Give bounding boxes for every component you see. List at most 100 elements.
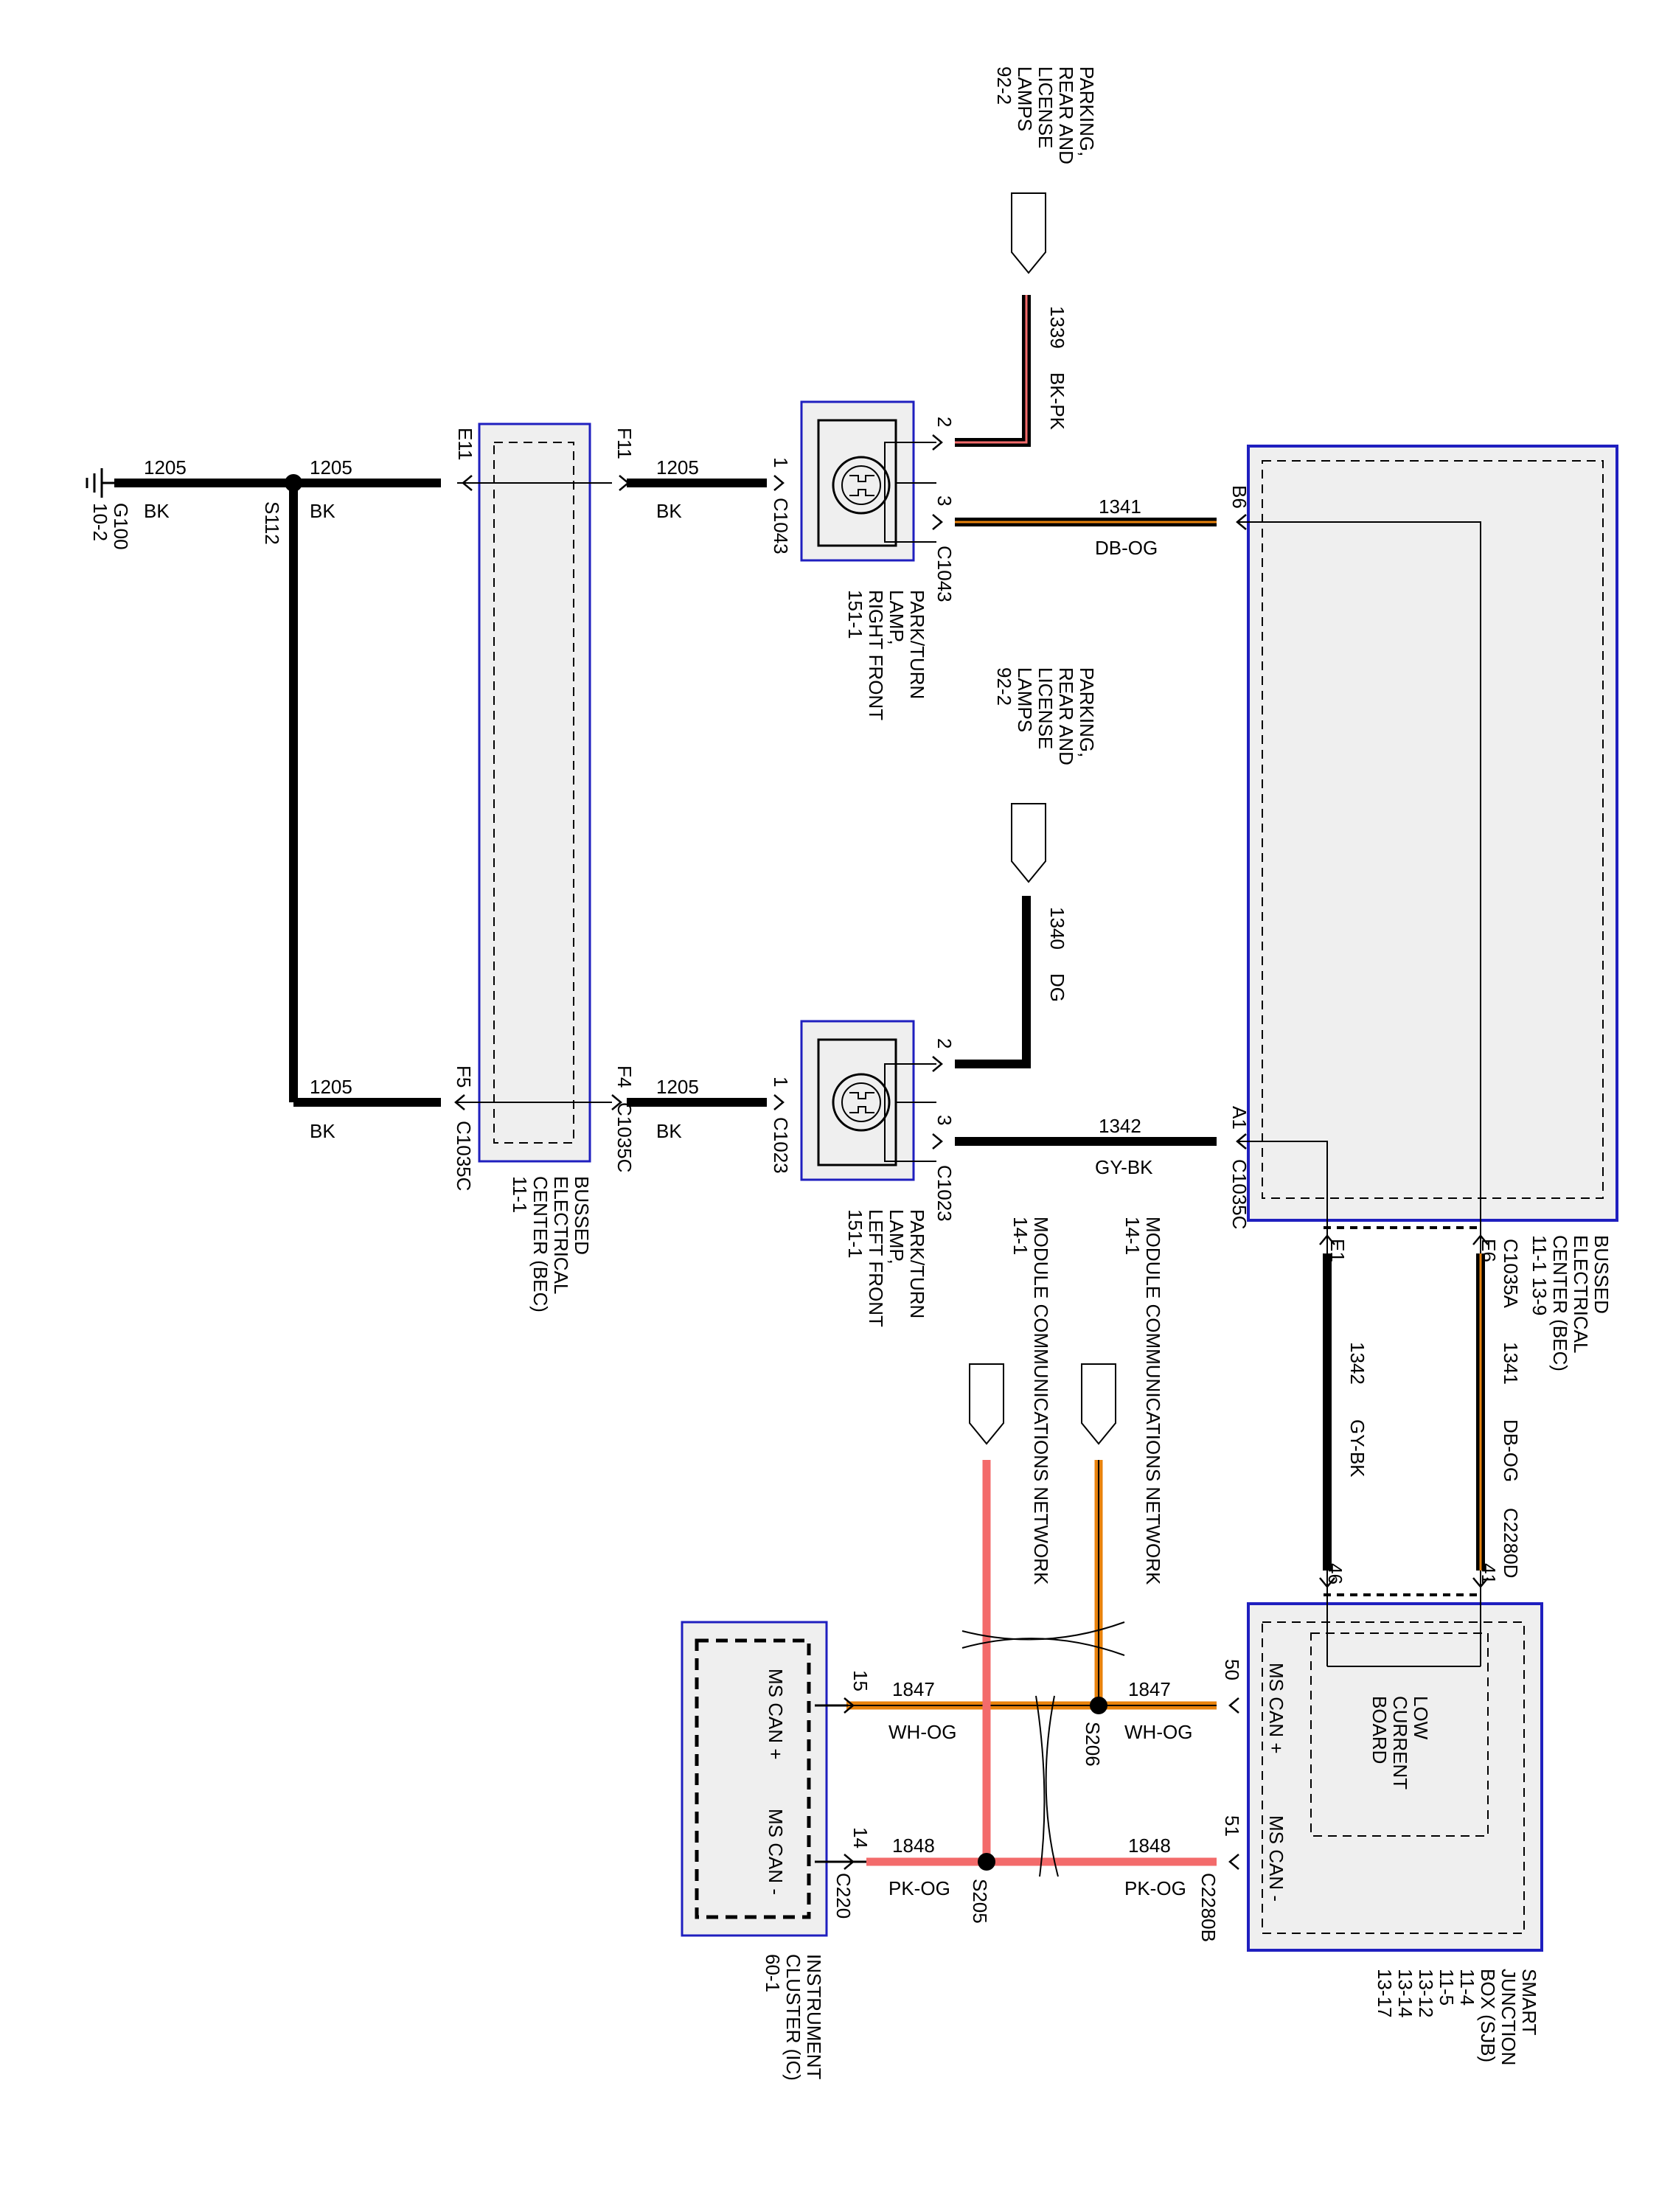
pin14-label: 14 xyxy=(849,1827,872,1848)
wire-1205b-circuit: 1205 xyxy=(310,456,352,479)
pin41-label: 41 xyxy=(1478,1563,1500,1585)
bec-left-line1: ELECTRICAL xyxy=(550,1176,572,1294)
bec-left-line2: CENTER (BEC) xyxy=(529,1176,552,1312)
f5-label: F5 xyxy=(453,1065,475,1088)
bec-left-box xyxy=(478,422,591,1163)
wire-1205d-color: BK xyxy=(310,1120,335,1142)
parking-label-2-line0: PARKING, xyxy=(1076,667,1098,757)
c220-label: C220 xyxy=(832,1873,855,1919)
parking-label-1-line1: REAR AND xyxy=(1055,66,1077,164)
c1023-pin2: 2 xyxy=(933,1038,956,1048)
ic-ms-can-plus: MS CAN + xyxy=(765,1669,787,1760)
b6-label: B6 xyxy=(1228,485,1251,509)
wire-1848a-circuit: 1848 xyxy=(892,1834,935,1857)
wire-1339-circuit: 1339 xyxy=(1046,306,1068,349)
wire-1205c-circuit: 1205 xyxy=(656,456,699,479)
bec-right-line1: ELECTRICAL xyxy=(1570,1235,1592,1353)
bec-left-line3: 11-1 xyxy=(509,1176,531,1213)
wire-1205e-color: BK xyxy=(656,1120,682,1142)
park-turn-rf-line0: PARK/TURN xyxy=(906,590,928,699)
wire-1341b-circuit: 1341 xyxy=(1500,1342,1522,1385)
instrument-cluster-box xyxy=(681,1621,828,1937)
s205-label: S205 xyxy=(969,1879,991,1924)
bec-right-box xyxy=(1247,445,1618,1222)
c1043-pin2: 2 xyxy=(933,417,956,427)
module-comm-2-line1: 14-1 xyxy=(1009,1217,1032,1255)
parking-label-2-line1: REAR AND xyxy=(1055,667,1077,765)
wire-1339 xyxy=(955,295,1031,447)
sjb-ms-can-plus: MS CAN + xyxy=(1265,1663,1287,1754)
c1043-label-b: C1043 xyxy=(933,546,956,602)
ground-icon xyxy=(86,468,118,498)
twisted-pair-icon xyxy=(961,1621,1125,1877)
sjb-line2: BOX (SJB) xyxy=(1477,1969,1499,2062)
s206-label: S206 xyxy=(1082,1722,1104,1767)
wire-1205a-color: BK xyxy=(144,500,170,522)
parking-label-1-line3: LAMPS xyxy=(1014,66,1036,131)
ic-line2: 60-1 xyxy=(762,1954,784,1992)
pin46-label: 46 xyxy=(1324,1563,1346,1585)
c1043-pin1: 1 xyxy=(770,457,792,467)
wire-1847a-circuit: 1847 xyxy=(892,1678,935,1700)
rotated-labels: PARKING, REAR AND LICENSE LAMPS 92-2 PAR… xyxy=(89,66,1613,2081)
wire-1847b-color: WH-OG xyxy=(1124,1721,1192,1743)
c1023-label-a: C1023 xyxy=(770,1117,792,1174)
a1-label: A1 xyxy=(1228,1106,1251,1130)
sjb-line5: 13-12 xyxy=(1415,1969,1437,2018)
park-turn-lamp-rf-box xyxy=(800,400,915,562)
bec-right-line3: 11-1 13-9 xyxy=(1528,1235,1551,1315)
c1023-pin3: 3 xyxy=(933,1115,956,1125)
wire-1340-color: DG xyxy=(1046,973,1068,1002)
bec-left-line0: BUSSED xyxy=(571,1176,593,1255)
sjb-line3: 11-4 xyxy=(1456,1969,1478,2006)
module-comm-2-line0: MODULE COMMUNICATIONS NETWORK xyxy=(1030,1217,1052,1585)
c1035c-label-b: C1035C xyxy=(613,1102,636,1172)
parking-label-1-line0: PARKING, xyxy=(1076,66,1098,156)
c1035c-label-c: C1035C xyxy=(1228,1159,1251,1229)
wire-1341b-color: DB-OG xyxy=(1500,1419,1522,1482)
wire-1847a-color: WH-OG xyxy=(888,1721,956,1743)
c1023-pin1: 1 xyxy=(770,1077,792,1087)
wire-1205a-circuit: 1205 xyxy=(144,456,187,479)
wire-1848a-color: PK-OG xyxy=(888,1877,950,1899)
parking-label-1-line2: LICENSE xyxy=(1034,66,1057,148)
wire-1342b-circuit: 1342 xyxy=(1346,1342,1368,1385)
parking-label-1-line4: 92-2 xyxy=(993,66,1015,105)
sjb-line7: 13-17 xyxy=(1374,1969,1396,2018)
pin15-label: 15 xyxy=(849,1670,872,1691)
c1043-pin3: 3 xyxy=(933,495,956,506)
e11-label: E11 xyxy=(454,428,476,460)
pin51-label: 51 xyxy=(1221,1815,1243,1837)
offpage-connector-icon xyxy=(969,192,1116,1445)
park-turn-lamp-lf-box xyxy=(800,1020,915,1181)
ic-stubs xyxy=(815,1704,866,1863)
ic-line0: INSTRUMENT xyxy=(803,1954,825,2080)
bec-left-passthrough xyxy=(457,482,612,1103)
c1035c-label-a: C1035C xyxy=(453,1121,475,1191)
c1023-label-b: C1023 xyxy=(933,1165,956,1222)
park-turn-rf-line1: LAMP, xyxy=(886,590,908,645)
f11-label: F11 xyxy=(613,428,636,459)
park-turn-lf-line0: PARK/TURN xyxy=(906,1209,928,1318)
s112-label: S112 xyxy=(261,501,283,545)
pin50-label: 50 xyxy=(1221,1659,1243,1680)
parking-label-2-line4: 92-2 xyxy=(993,667,1015,706)
wire-1205b-color: BK xyxy=(310,500,335,522)
park-turn-lf-line2: LEFT FRONT xyxy=(865,1209,887,1327)
lcb-line1: CURRENT xyxy=(1389,1696,1411,1790)
wire-1205e-circuit: 1205 xyxy=(656,1076,699,1098)
f4-label: F4 xyxy=(613,1065,636,1088)
lcb-line2: BOARD xyxy=(1368,1696,1391,1764)
c1043-label-a: C1043 xyxy=(770,498,792,554)
wire-1847 xyxy=(846,1460,1217,1710)
module-comm-1-line0: MODULE COMMUNICATIONS NETWORK xyxy=(1142,1217,1164,1585)
wire-1205-group xyxy=(114,479,767,1107)
module-comm-1-line1: 14-1 xyxy=(1121,1217,1144,1255)
wire-1342a-color: GY-BK xyxy=(1095,1156,1153,1178)
sjb-line0: SMART xyxy=(1518,1969,1540,2036)
bec-right-line0: BUSSED xyxy=(1590,1235,1613,1314)
connector-arrows xyxy=(454,434,1489,1870)
wire-1341a-color: DB-OG xyxy=(1095,537,1158,559)
ground-line1: 10-2 xyxy=(89,503,111,541)
splice-s206-icon xyxy=(1090,1697,1107,1714)
